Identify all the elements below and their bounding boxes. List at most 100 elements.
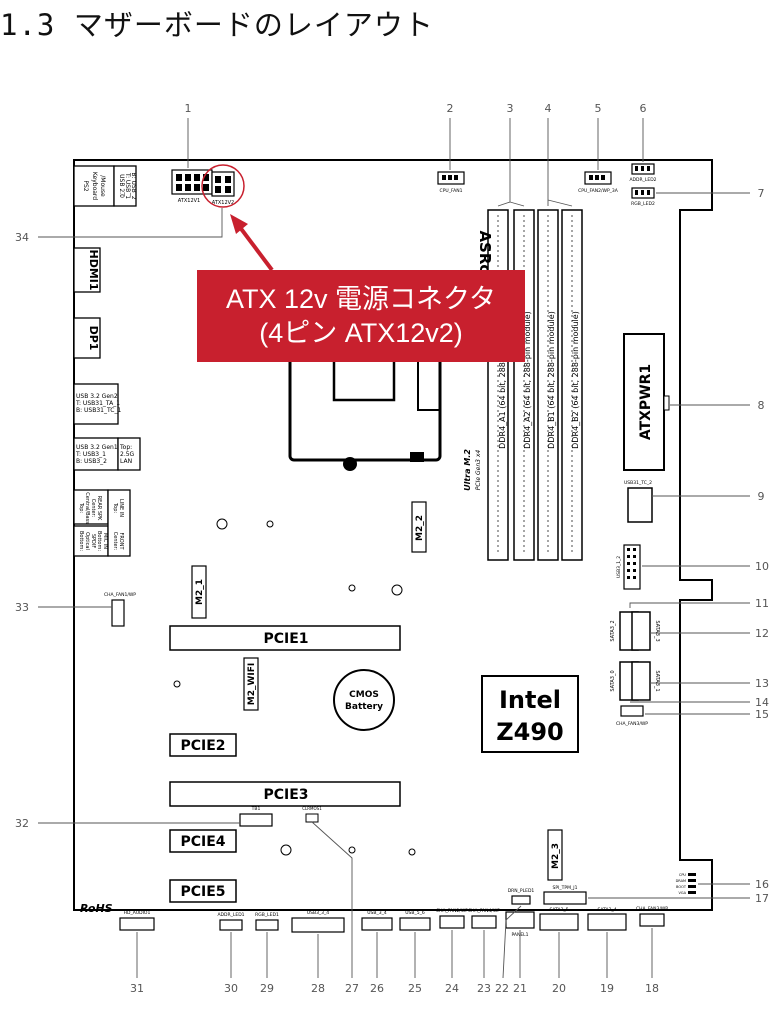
tb1-header (239, 813, 273, 827)
pcie4-label: PCIE4 (180, 834, 225, 850)
led-vga-label: VGA (678, 891, 686, 895)
callout-number-28: 28 (311, 982, 325, 995)
cha-fan2-label: CHA_FAN2/WP (436, 908, 468, 914)
sata3-4-port (587, 913, 627, 931)
audio-label-2a: Center: (90, 499, 96, 518)
mounting-hole (266, 520, 274, 528)
atx12v2-highlight-circle (201, 164, 245, 208)
page-title: 1.3 マザーボードのレイアウト (0, 8, 434, 42)
callout-number-14: 14 (755, 696, 769, 709)
callout-number-31: 31 (130, 982, 144, 995)
board-outline (73, 159, 713, 911)
usb-gen2-label-1: USB 3.2 Gen2 (76, 393, 118, 400)
hd-audio1-header (119, 917, 155, 931)
leader-line-11 (629, 602, 750, 608)
callout-number-26: 26 (370, 982, 384, 995)
led-dram (688, 879, 696, 882)
callout-number-3: 3 (507, 102, 514, 115)
callout-number-12: 12 (755, 627, 769, 640)
callout-number-6: 6 (640, 102, 647, 115)
usb20-port (113, 165, 137, 207)
dimm-a2-label: DDR4_A2 (64 bit, 288-pin module) (523, 311, 532, 449)
callout-number-5: 5 (595, 102, 602, 115)
clrcmos-label: CLRMOS1 (302, 806, 322, 811)
leader-line-27 (311, 821, 353, 978)
hdmi-port (73, 247, 101, 293)
audio-label-3c: SPDIF (90, 534, 96, 549)
usb-tc2-header (627, 487, 653, 523)
m2-wifi-label: M2_WIFI (247, 663, 257, 706)
usb3-3-4-label: USB3_3_4 (307, 910, 329, 916)
callout-number-27: 27 (345, 982, 359, 995)
sata3-5-label: SATA3_5 (549, 907, 568, 913)
callout-number-9: 9 (758, 490, 765, 503)
audio-label-6b: MIC IN (102, 533, 108, 549)
dimm-a1-label: DDR4_A1 (64 bit, 288-pin module) (498, 311, 507, 449)
usb3-1-2-label: USB3_1_2 (616, 556, 622, 578)
pcie2-slot (169, 733, 237, 757)
usb-5-6-label: USB_5_6 (405, 910, 425, 916)
callout-number-1: 1 (185, 102, 192, 115)
led-cpu-label: CPU (679, 873, 687, 877)
audio-label-3b: Optical (84, 532, 90, 550)
drn-pled1-header (511, 895, 531, 905)
usb-gen1-port (73, 437, 119, 471)
pcie4-slot (169, 829, 237, 853)
led-boot-label: BOOT (676, 885, 687, 889)
sata3-2-label: SATA3_2 (610, 620, 616, 641)
ps2-label: PS2 (82, 180, 89, 191)
tb1-label: TB1 (251, 806, 261, 812)
usb20-label-2: T: USB_1 (124, 172, 131, 199)
cmos-battery-label-1: CMOS (349, 690, 379, 700)
rgb-led1-header (255, 919, 279, 931)
leader-line-4 (547, 118, 573, 207)
audio-label-6a: Bottom: (96, 531, 102, 551)
pcie1-label: PCIE1 (263, 631, 308, 647)
callout-line-1: ATX 12v 電源コネクタ (226, 284, 496, 314)
led-dram-label: DRAM (676, 879, 686, 883)
cha-fan3-label: CHA_FAN3/WP (616, 721, 648, 727)
cpu-retention-lever (417, 340, 440, 411)
lan-port (117, 437, 141, 471)
cpu-fan1-label: CPU_FAN1 (440, 188, 463, 194)
led-cpu (688, 873, 696, 876)
lan-label-1: Top: (119, 444, 132, 451)
usb-5-6-header (399, 917, 431, 931)
audio-label-4a: Top: (112, 502, 118, 513)
sata3-1-label: SATA3_1 (654, 670, 660, 691)
usb-3-4-header (361, 917, 393, 931)
usb-gen2-label-3: B: USB31_TC_1 (76, 407, 121, 414)
usb20-label-3: B: USB_2 (130, 172, 137, 199)
mounting-hole (216, 518, 228, 530)
callout-number-16: 16 (755, 878, 769, 891)
addr-led1-label: ADDR_LED1 (217, 912, 244, 918)
mounting-hole (391, 584, 403, 596)
usb-tc2-label: USB31_TC_2 (624, 480, 652, 486)
cha-fan3-bottom-label: CHA_FAN3/WP (636, 906, 668, 912)
cha-fan1-label: CHA_FAN1/WP (104, 592, 136, 598)
cha-fan3-header (620, 705, 644, 717)
dimm-b1-label: DDR4_B1 (64 bit, 288-pin module) (547, 311, 556, 449)
callout-arrow (230, 214, 274, 272)
cpu-fan2-label: CPU_FAN2/WP_3A (578, 188, 619, 194)
sata3-1-port (631, 661, 651, 701)
audio-label-5a: Center: (112, 532, 118, 551)
sata3-3-port (631, 611, 651, 651)
pcie3-slot (169, 781, 401, 807)
dp-label: DP1 (87, 326, 100, 351)
usb20-label-1: USB 2.0 (118, 174, 125, 198)
audio-block-top (73, 489, 109, 525)
cmos-battery (333, 669, 395, 731)
chipset (481, 675, 579, 753)
usb-gen2-port (73, 383, 119, 425)
audio-label-1a: Top: (78, 502, 84, 513)
rgb-led1-label: RGB_LED1 (255, 912, 279, 918)
callout-number-2: 2 (447, 102, 454, 115)
m2-2-slot (411, 501, 427, 553)
clrcmos-header (305, 813, 319, 823)
ultra-m2-label: Ultra M.2 (463, 449, 472, 491)
sata3-5-port (539, 913, 579, 931)
callout-number-34: 34 (15, 231, 29, 244)
lan-label-3: LAN (120, 458, 132, 465)
sata3-0-label: SATA3_0 (610, 670, 616, 691)
